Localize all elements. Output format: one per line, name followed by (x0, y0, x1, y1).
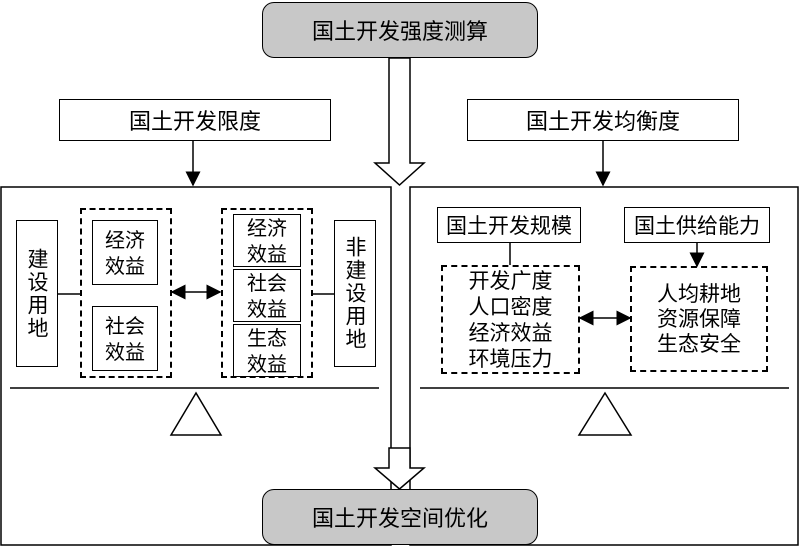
right-fulcrum (577, 391, 633, 436)
bottom-title-box: 国土开发空间优化 (262, 489, 538, 545)
construction-land-box: 建设用地 (16, 220, 58, 367)
right-economic-benefit: 经济 效益 (233, 214, 301, 267)
left-panel-frame (0, 186, 392, 546)
right-social-benefit: 社会 效益 (233, 269, 301, 322)
right-panel-frame (409, 186, 799, 546)
top-hollow-arrow (373, 57, 426, 187)
left-header-box: 国土开发限度 (59, 99, 331, 141)
supply-capacity-items: 人均耕地 资源保障 生态安全 (630, 266, 768, 372)
right-ecological-benefit: 生态 效益 (233, 324, 301, 377)
development-scale-items: 开发广度 人口密度 经济效益 环境压力 (441, 265, 580, 374)
supply-capacity-box: 国土供给能力 (624, 207, 770, 243)
bottom-hollow-arrow (372, 447, 427, 490)
left-economic-benefit: 经济 效益 (92, 220, 158, 285)
right-benefit-group (221, 208, 313, 378)
right-header-box: 国土开发均衡度 (467, 99, 739, 141)
left-fulcrum (169, 391, 223, 436)
development-scale-box: 国土开发规模 (437, 207, 581, 243)
non-construction-land-box: 非建设用地 (334, 220, 376, 367)
left-social-benefit: 社会 效益 (92, 306, 158, 371)
top-title-box: 国土开发强度测算 (262, 2, 538, 58)
left-benefit-group (80, 208, 172, 378)
